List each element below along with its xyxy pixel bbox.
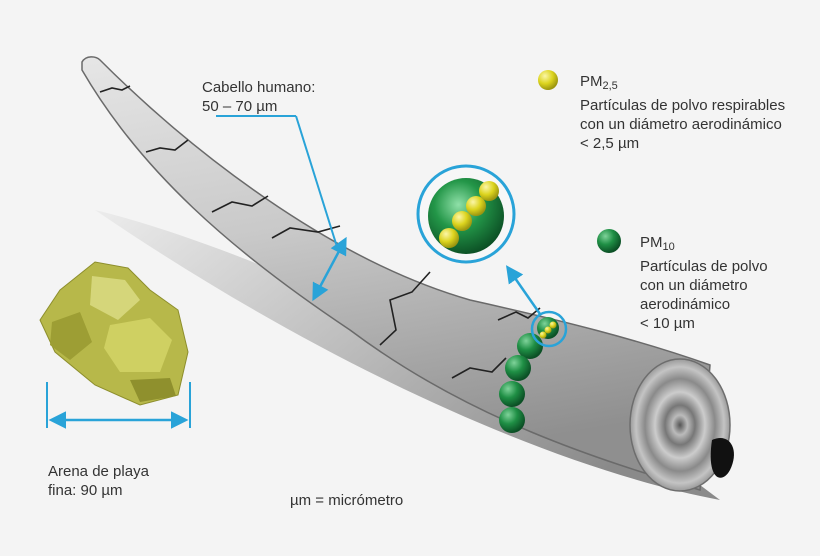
sand-label-line-1: Arena de playa <box>48 463 149 480</box>
pm10-desc-line-2: con un diámetro <box>640 277 748 294</box>
sand-label: Arena de playa fina: 90 µm <box>48 462 149 500</box>
pm10-desc-line-4: < 10 µm <box>640 315 695 332</box>
pm25-desc-line-1: Partículas de polvo respirables <box>580 97 786 114</box>
hair-cross-section <box>629 358 731 492</box>
hair-leader-line-diag <box>295 115 339 251</box>
pm25-desc-line-2: con un diámetro aerodinámico <box>580 116 782 133</box>
pm25-label-name: PM2,5 <box>580 73 618 92</box>
human-hair <box>81 56 734 492</box>
pm10-desc-line-3: aerodinámico <box>640 296 731 313</box>
magnifier-zoom <box>416 164 516 264</box>
hair-label-size: 50 – 70 µm <box>202 98 278 115</box>
pm10-desc-line-1: Partículas de polvo <box>640 258 768 275</box>
pm25-legend-dot <box>538 70 558 90</box>
unit-note: µm = micrómetro <box>290 492 404 509</box>
pm10-legend-dot <box>597 229 621 253</box>
pm10-label-name: PM10 <box>640 234 675 253</box>
pm25-particle-chain-small <box>539 321 557 339</box>
hair-diameter-arrow <box>312 236 347 302</box>
hair-label: Cabello humano: 50 – 70 µm <box>202 78 315 116</box>
magnifier-arrow <box>506 265 542 315</box>
hair-label-title: Cabello humano: <box>202 79 316 96</box>
sand-label-line-2: fina: 90 µm <box>48 482 123 499</box>
pm10-label: PM10 Partículas de polvo con un diámetro… <box>640 233 768 333</box>
sand-grain <box>39 261 189 406</box>
magnifier-ring-small <box>530 310 568 348</box>
pm25-label: PM2,5 Partículas de polvo respirables co… <box>580 72 785 153</box>
pm25-desc-line-3: < 2,5 µm <box>580 135 640 152</box>
